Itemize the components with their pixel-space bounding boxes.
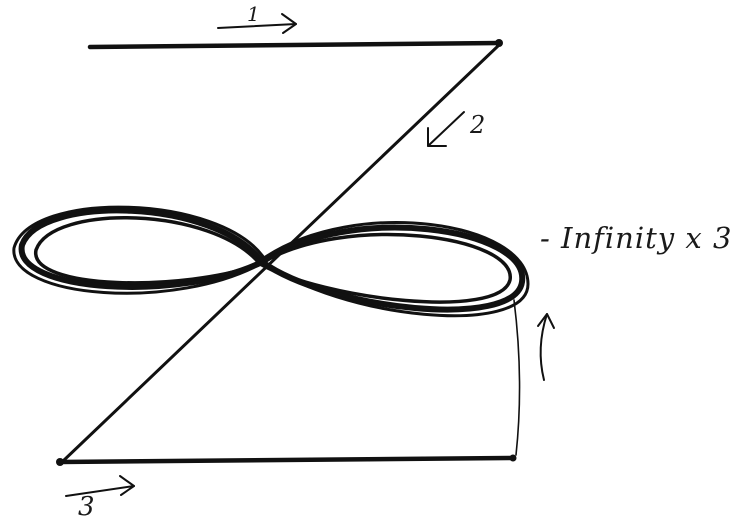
step-2-label: 2: [470, 113, 485, 137]
infinity-annotation: - Infinity x 3: [540, 224, 732, 253]
arrow-up-icon: [538, 314, 554, 380]
arrow-right-icon-bottom: [66, 476, 134, 496]
bottom-stroke-line: [60, 458, 513, 462]
step-3-label: 3: [78, 494, 95, 520]
step-1-label: 1: [247, 4, 260, 24]
infinity-to-bottom-connector: [514, 300, 520, 455]
top-stroke-line: [90, 43, 500, 47]
arrow-down-left-icon: [428, 112, 464, 146]
bottom-left-corner-dot: [56, 458, 64, 466]
